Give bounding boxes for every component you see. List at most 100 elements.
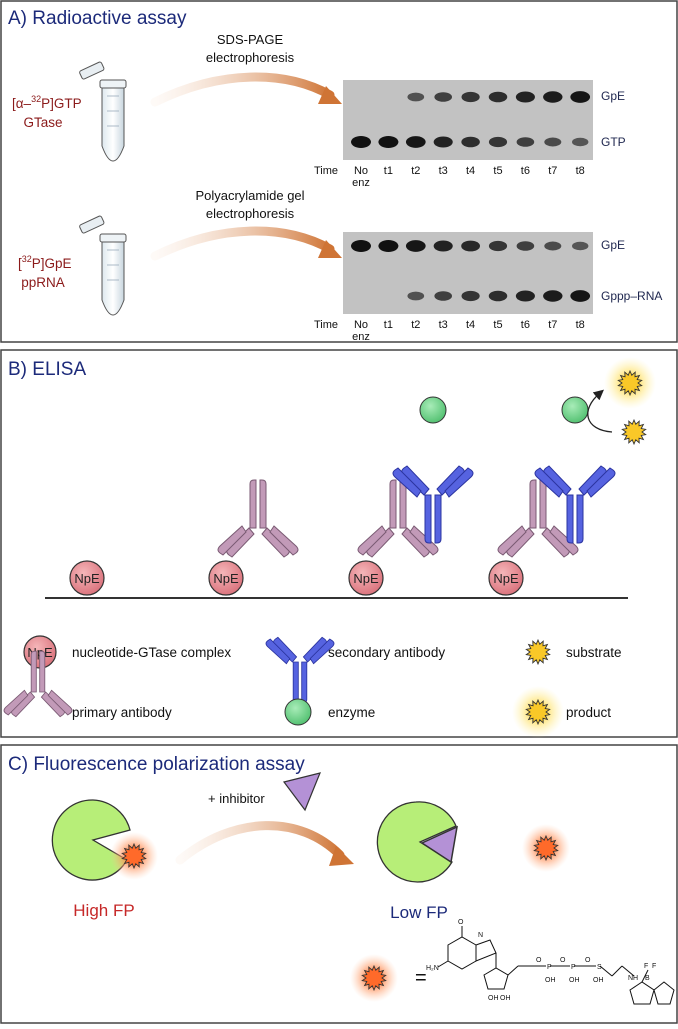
assay2-method-line2: electrophoresis xyxy=(206,206,295,221)
conversion-arrow xyxy=(587,389,613,433)
panel-c-frame xyxy=(0,744,678,1024)
fluorescent-probe xyxy=(110,832,158,880)
legend-primary: primary antibody xyxy=(3,650,172,720)
svg-text:OH: OH xyxy=(545,977,556,984)
svg-text:S: S xyxy=(597,964,602,971)
gel-band xyxy=(378,136,399,148)
svg-text:OH: OH xyxy=(569,977,580,984)
arrow-head xyxy=(318,86,342,104)
protein-pacman xyxy=(376,801,457,883)
gel-band xyxy=(572,137,589,147)
lane-label: t6 xyxy=(521,165,530,177)
svg-text:H₂N: H₂N xyxy=(426,965,439,972)
svg-text:P: P xyxy=(547,964,552,971)
gel-band xyxy=(515,290,535,302)
lane-label: t5 xyxy=(493,165,502,177)
gel-band xyxy=(405,136,426,148)
secondary-antibody xyxy=(392,465,474,544)
gel-band xyxy=(434,291,453,301)
probe-legend xyxy=(350,954,398,1002)
inhibitor-triangle xyxy=(282,772,321,812)
legend-substrate: substrate xyxy=(525,638,622,666)
gel-band xyxy=(434,92,453,102)
svg-text:F: F xyxy=(652,963,656,970)
svg-text:NpE: NpE xyxy=(493,571,519,586)
lane-label: t7 xyxy=(548,165,557,177)
legend-secondary: secondary antibody xyxy=(265,636,445,704)
lane-label: t4 xyxy=(466,165,475,177)
npe-complex: NpE xyxy=(208,560,244,596)
gel-band xyxy=(544,241,562,251)
bound-inhibitor xyxy=(420,825,458,864)
svg-text:NpE: NpE xyxy=(74,571,100,586)
high-fp-label: High FP xyxy=(73,901,134,920)
gel-band xyxy=(488,290,508,302)
gel-band xyxy=(407,291,425,301)
npe-complex: NpE xyxy=(488,560,524,596)
reaction-arrow xyxy=(150,72,335,107)
svg-text:N: N xyxy=(478,932,483,939)
primary-antibody xyxy=(217,479,299,558)
gel-band xyxy=(461,240,480,252)
assay2-reagent-line2: ppRNA xyxy=(21,275,65,290)
svg-text:F: F xyxy=(644,963,648,970)
gel-band xyxy=(378,240,399,252)
tube-icon xyxy=(79,215,127,316)
svg-text:enzyme: enzyme xyxy=(328,705,375,720)
chemical-structure-atoms: O H₂N N OH OH O P O P O S OH OH OH NH F … xyxy=(426,919,656,1002)
enzyme xyxy=(561,396,589,424)
assay1-reagent-line2: GTase xyxy=(23,115,62,130)
lane-label: t2 xyxy=(411,319,420,331)
assay1-method-line1: SDS-PAGE xyxy=(217,32,284,47)
svg-text:OH: OH xyxy=(500,995,511,1002)
gel-band xyxy=(543,290,563,302)
svg-text:O: O xyxy=(536,957,542,964)
gel-band xyxy=(572,241,589,251)
low-fp-label: Low FP xyxy=(390,903,448,922)
svg-text:P: P xyxy=(571,964,576,971)
gel-band xyxy=(351,136,371,148)
gel-band xyxy=(516,137,535,147)
svg-text:NpE: NpE xyxy=(213,571,239,586)
lane-label: t8 xyxy=(576,319,585,331)
lane-label: t8 xyxy=(576,165,585,177)
lane-label: t7 xyxy=(548,319,557,331)
legend-product: product xyxy=(512,686,611,738)
svg-text:O: O xyxy=(585,957,591,964)
svg-text:NH: NH xyxy=(628,975,638,982)
primary-antibody xyxy=(357,479,439,558)
legend-enzyme: enzyme xyxy=(284,698,375,726)
lane-label: t3 xyxy=(439,165,448,177)
svg-text:NpE: NpE xyxy=(353,571,379,586)
svg-text:product: product xyxy=(566,705,611,720)
gel-band xyxy=(544,137,562,147)
gel-band xyxy=(488,136,508,148)
arrow-head xyxy=(329,846,354,866)
reaction-arrow xyxy=(150,226,335,261)
lane-label-line2: enz xyxy=(352,177,370,189)
assay1-reagent-line1: [α–32P]GTP xyxy=(12,94,82,111)
lane-label: No xyxy=(354,165,368,177)
svg-text:primary antibody: primary antibody xyxy=(72,705,172,720)
panel-b-title: B) ELISA xyxy=(8,359,86,380)
gel-band xyxy=(433,240,453,252)
free-fluorescent-probe xyxy=(522,824,570,872)
assay2-reagent-line1: [32P]GpE xyxy=(18,254,72,271)
assay1-method-line2: electrophoresis xyxy=(206,50,295,65)
lane-label: t5 xyxy=(493,319,502,331)
gel-band xyxy=(570,290,591,302)
gel1-band-bottom-label: GTP xyxy=(601,135,626,149)
lane-label: t4 xyxy=(466,319,475,331)
gel-band xyxy=(570,91,591,103)
gel-band xyxy=(433,136,453,148)
panel-c-title: C) Fluorescence polarization assay xyxy=(8,754,305,775)
gel-band xyxy=(461,290,480,302)
reaction-arrow xyxy=(175,821,345,865)
gel1-band-top-label: GpE xyxy=(601,89,625,103)
gel2-time-label: Time xyxy=(314,319,338,331)
svg-text:B: B xyxy=(645,975,650,982)
